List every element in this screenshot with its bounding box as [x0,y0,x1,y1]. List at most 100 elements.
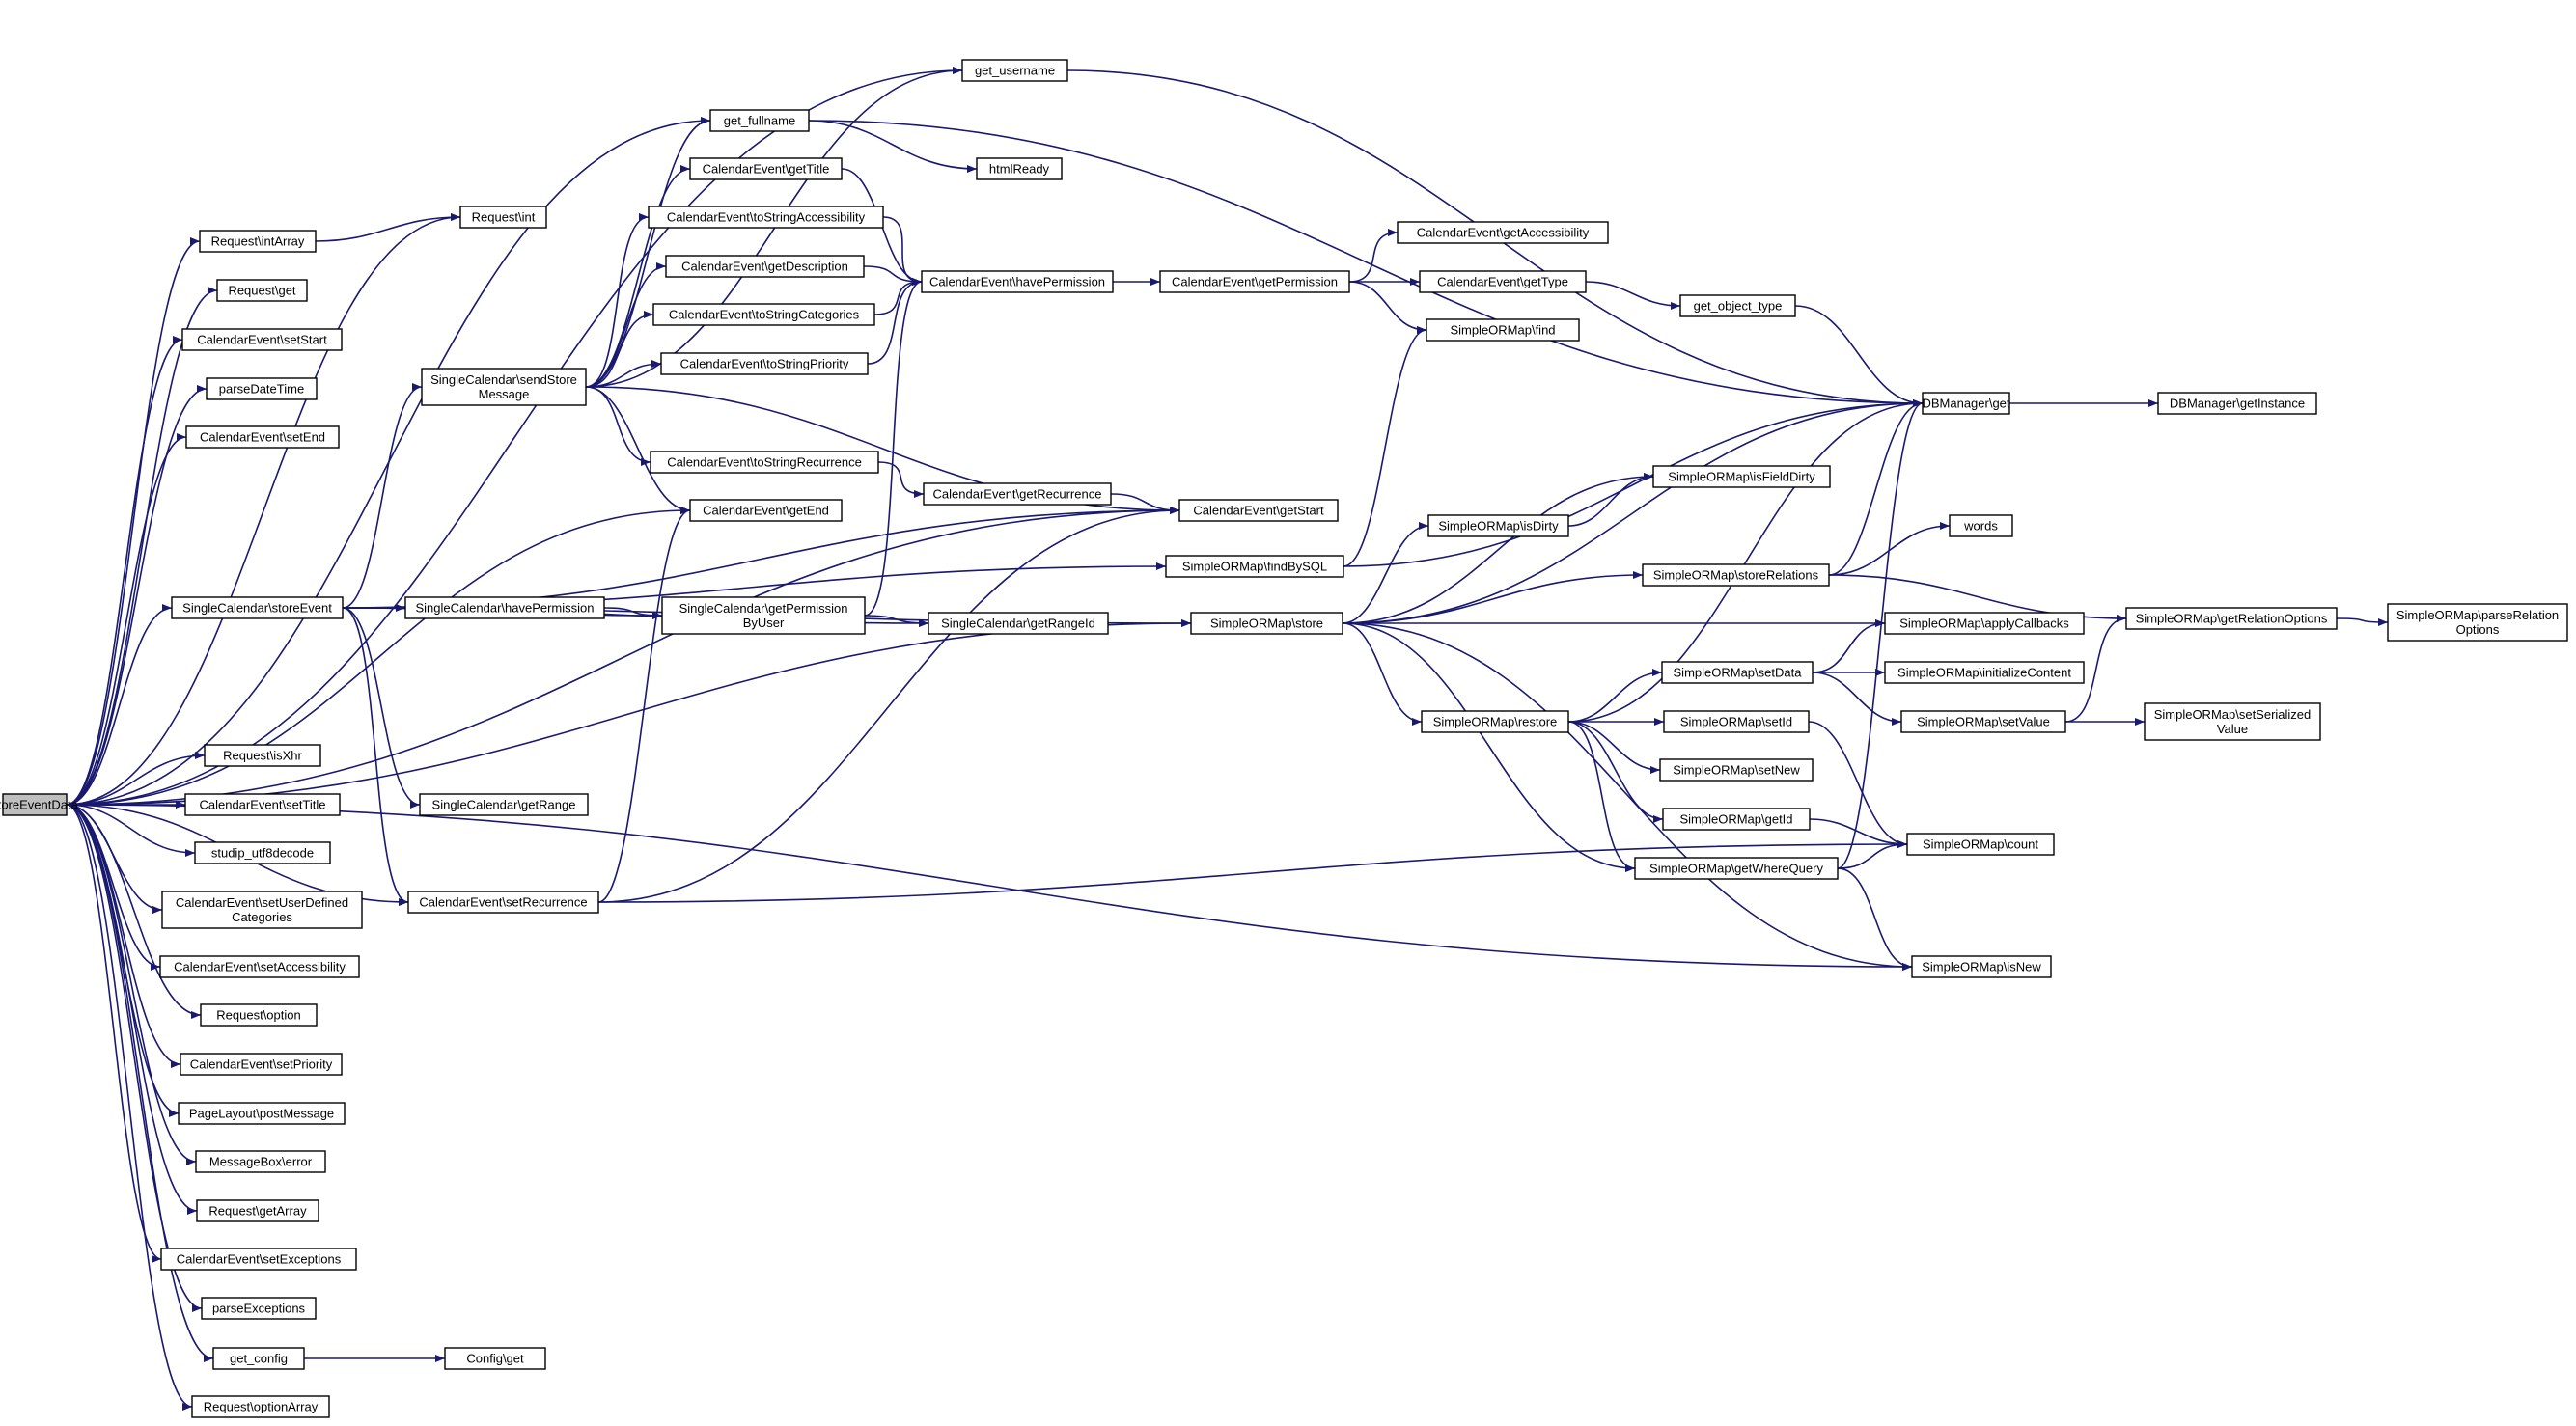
node-box [216,279,308,302]
node-box [652,303,875,326]
node-label: CalendarEvent\getTitle [703,162,830,177]
node-box [1679,294,1796,317]
node-sorm-getrelationoptions[interactable]: SimpleORMap\getRelationOptions [2125,607,2338,630]
node-words[interactable]: words [1949,514,2013,537]
node-sorm-initializecontent[interactable]: SimpleORMap\initializeContent [1884,661,2085,684]
node-sorm-find[interactable]: SimpleORMap\find [1426,318,1580,342]
node-storeeventdata[interactable]: storeEventData [0,793,79,816]
node-ce-getdescription[interactable]: CalendarEvent\getDescription [665,255,865,278]
node-label: DBManager\get [1922,397,2009,411]
node-sorm-isdirty[interactable]: SimpleORMap\isDirty [1427,514,1569,537]
node-box [1190,612,1343,635]
node-parsedatetime[interactable]: parseDateTime [206,377,318,400]
edge-sc-storeevent-to-sc-getrange [342,607,421,809]
node-ce-tostringcategories[interactable]: CalendarEvent\toStringCategories [652,303,875,326]
node-request-get[interactable]: Request\get [216,279,308,302]
node-ce-setexceptions[interactable]: CalendarEvent\setExceptions [160,1248,357,1271]
node-request-isxhr[interactable]: Request\isXhr [204,744,321,767]
node-request-intarray[interactable]: Request\intArray [199,230,317,253]
edge-storeeventdata-to-ce-setstart [66,336,183,806]
node-sc-storeevent[interactable]: SingleCalendar\storeEvent [171,596,344,619]
node-get-fullname[interactable]: get_fullname [709,109,810,132]
edge-storeeventdata-to-request-intarray [66,237,201,806]
node-label: CalendarEvent\getDescription [681,260,848,274]
node-request-getarray[interactable]: Request\getArray [196,1199,319,1222]
node-sorm-setid[interactable]: SimpleORMap\setId [1663,710,1810,733]
node-ce-setend[interactable]: CalendarEvent\setEnd [185,425,340,449]
node-sorm-setvalue[interactable]: SimpleORMap\setValue [1900,710,2066,733]
node-ce-gettype[interactable]: CalendarEvent\getType [1419,270,1587,293]
node-htmlready[interactable]: htmlReady [976,157,1063,180]
edge-storeeventdata-to-sorm-isnew [66,804,1913,971]
node-label: SimpleORMap\isNew [1922,960,2041,974]
node-messagebox-error[interactable]: MessageBox\error [195,1150,326,1173]
node-sorm-setdata[interactable]: SimpleORMap\setData [1661,661,1814,684]
node-ce-setaccessibility[interactable]: CalendarEvent\setAccessibility [159,955,360,978]
node-ce-settitle[interactable]: CalendarEvent\setTitle [184,793,341,816]
edge-sorm-restore-to-sorm-getid [1567,721,1664,823]
node-label: SimpleORMap\applyCallbacks [1899,617,2069,631]
node-label: get_object_type [1694,299,1783,314]
node-sorm-restore[interactable]: SimpleORMap\restore [1421,710,1569,733]
edge-storeeventdata-to-request-get [66,287,218,806]
node-studip-utf8decode[interactable]: studip_utf8decode [194,841,331,864]
node-ce-havepermission[interactable]: CalendarEvent\havePermission [921,270,1114,293]
node-sorm-setnew[interactable]: SimpleORMap\setNew [1659,758,1814,782]
node-ce-getpermission[interactable]: CalendarEvent\getPermission [1159,270,1350,293]
node-ce-setpriority[interactable]: CalendarEvent\setPriority [180,1053,343,1076]
node-sorm-findbysql[interactable]: SimpleORMap\findBySQL [1165,555,1344,578]
node-dbm-getinstance[interactable]: DBManager\getInstance [2157,392,2317,415]
node-ce-gettitle[interactable]: CalendarEvent\getTitle [689,157,843,180]
node-sorm-storerelations[interactable]: SimpleORMap\storeRelations [1642,563,1830,587]
node-box [2387,603,2568,642]
node-sorm-applycallbacks[interactable]: SimpleORMap\applyCallbacks [1884,612,2085,635]
node-box [1884,612,2085,635]
node-request-optionarray[interactable]: Request\optionArray [191,1395,330,1418]
node-sorm-isfielddirty[interactable]: SimpleORMap\isFieldDirty [1652,465,1831,488]
node-sorm-getwherequery[interactable]: SimpleORMap\getWhereQuery [1634,857,1839,880]
node-get-config[interactable]: get_config [212,1347,305,1370]
node-get-username[interactable]: get_username [961,59,1068,82]
node-ce-getend[interactable]: CalendarEvent\getEnd [689,499,843,522]
node-sorm-count[interactable]: SimpleORMap\count [1906,833,2055,856]
node-box [206,377,318,400]
node-box [196,1199,319,1222]
node-box [421,368,587,406]
node-ce-setstart[interactable]: CalendarEvent\setStart [181,328,343,351]
node-parseexceptions[interactable]: parseExceptions [201,1297,317,1320]
edge-storeeventdata-to-ce-setpriority [66,804,181,1068]
node-get-object-type[interactable]: get_object_type [1679,294,1796,317]
node-sorm-getid[interactable]: SimpleORMap\getId [1662,808,1811,831]
node-pagelayout-postmessage[interactable]: PageLayout\postMessage [178,1102,346,1125]
node-sorm-isnew[interactable]: SimpleORMap\isNew [1911,955,2052,978]
edge-storeeventdata-to-request-option [66,804,202,1019]
node-ce-getrecurrence[interactable]: CalendarEvent\getRecurrence [923,482,1112,506]
node-request-option[interactable]: Request\option [200,1003,318,1027]
node-sc-havepermission[interactable]: SingleCalendar\havePermission [404,596,605,619]
node-ce-tostringrecurrence[interactable]: CalendarEvent\toStringRecurrence [650,451,879,474]
node-dbm-get[interactable]: DBManager\get [1922,392,2010,415]
node-sc-getrangeid[interactable]: SingleCalendar\getRangeId [928,612,1109,635]
node-label: CalendarEvent\setUserDefined [176,895,348,910]
node-label: SimpleORMap\find [1450,323,1555,338]
node-config-get[interactable]: Config\get [444,1347,546,1370]
edge-ce-setrecurrence-to-ce-getstart [597,507,1180,903]
node-sc-getrange[interactable]: SingleCalendar\getRange [419,793,589,816]
node-ce-tostringaccessibility[interactable]: CalendarEvent\toStringAccessibility [648,206,884,229]
node-sorm-store[interactable]: SimpleORMap\store [1190,612,1343,635]
node-label: CalendarEvent\setExceptions [177,1252,342,1267]
node-label: Request\optionArray [204,1400,319,1414]
node-ce-getstart[interactable]: CalendarEvent\getStart [1178,499,1339,522]
node-ce-getaccessibility[interactable]: CalendarEvent\getAccessibility [1397,221,1609,244]
node-box [923,482,1112,506]
node-label: CalendarEvent\toStringPriority [680,357,849,371]
node-ce-setrecurrence[interactable]: CalendarEvent\setRecurrence [407,891,599,914]
node-request-int[interactable]: Request\int [459,206,547,229]
node-ce-tostringpriority[interactable]: CalendarEvent\toStringPriority [660,352,869,375]
node-box [180,1053,343,1076]
